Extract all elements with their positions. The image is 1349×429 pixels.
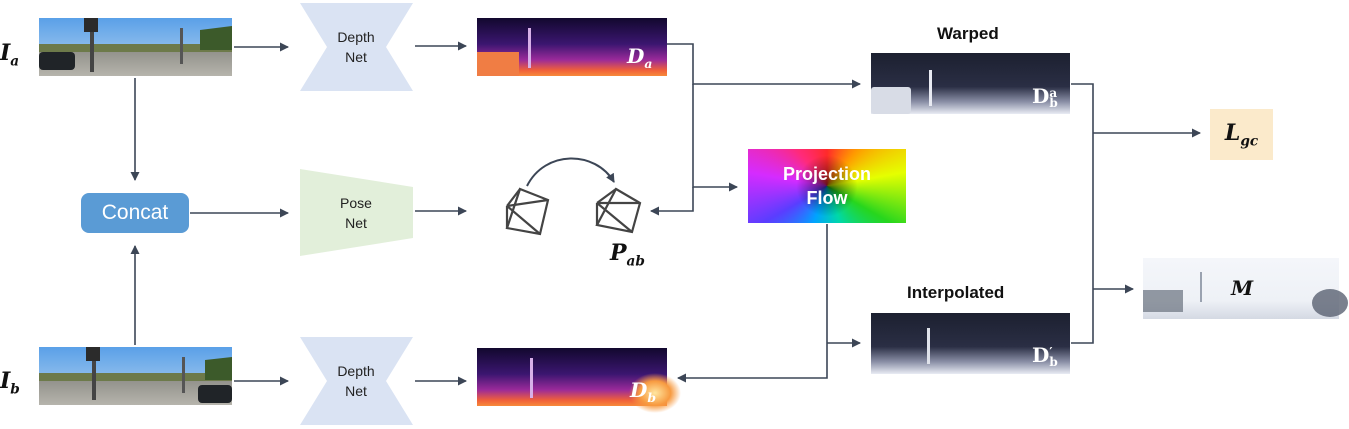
- depth-net-bottom-shape: [300, 337, 413, 425]
- depth-map-b: [477, 348, 681, 413]
- input-image-b: [39, 347, 232, 405]
- warped-title: Warped: [937, 24, 999, 43]
- depth-map-a: [477, 18, 667, 76]
- arrow-da-to-warped: [667, 43, 861, 89]
- arrow-da-to-projection: [692, 84, 738, 192]
- arrow-interpolated-to-branch: [1071, 133, 1094, 344]
- arrow-warped-to-branch: [1071, 83, 1094, 133]
- concat-block: Concat: [81, 193, 189, 233]
- camera-pose-b: [595, 187, 642, 234]
- input-label-ib: Ib: [0, 368, 20, 398]
- arrow-projection-to-db: [677, 224, 828, 383]
- projection-flow-block: Projection Flow: [748, 149, 906, 223]
- warped-depth-map: [871, 53, 1070, 114]
- pose-transition-arrow: [526, 157, 615, 187]
- loss-label: Lgc: [1224, 119, 1259, 150]
- arrow-pose-to-branch: [650, 187, 694, 216]
- concat-label: Concat: [101, 201, 169, 224]
- input-label-ia: Ia: [0, 40, 20, 70]
- mask-label: M: [1231, 276, 1254, 300]
- projection-flow-line2: Flow: [806, 188, 848, 208]
- interpolated-depth-map: [871, 313, 1070, 374]
- pose-net-shape: [300, 169, 413, 256]
- depth-label-da: Da: [627, 44, 653, 71]
- depth-net-top-shape: [300, 3, 413, 91]
- projection-flow-line1: Projection: [782, 164, 871, 184]
- mask-map: [1143, 258, 1348, 319]
- interpolated-title: Interpolated: [907, 283, 1005, 302]
- loss-block: Lgc: [1210, 109, 1273, 160]
- interpolated-label: D′b: [1032, 343, 1058, 369]
- input-image-a: [39, 18, 232, 76]
- camera-pose-a: [505, 187, 550, 236]
- pose-label-pab: Pab: [610, 240, 645, 270]
- depth-label-db: Db: [630, 378, 657, 405]
